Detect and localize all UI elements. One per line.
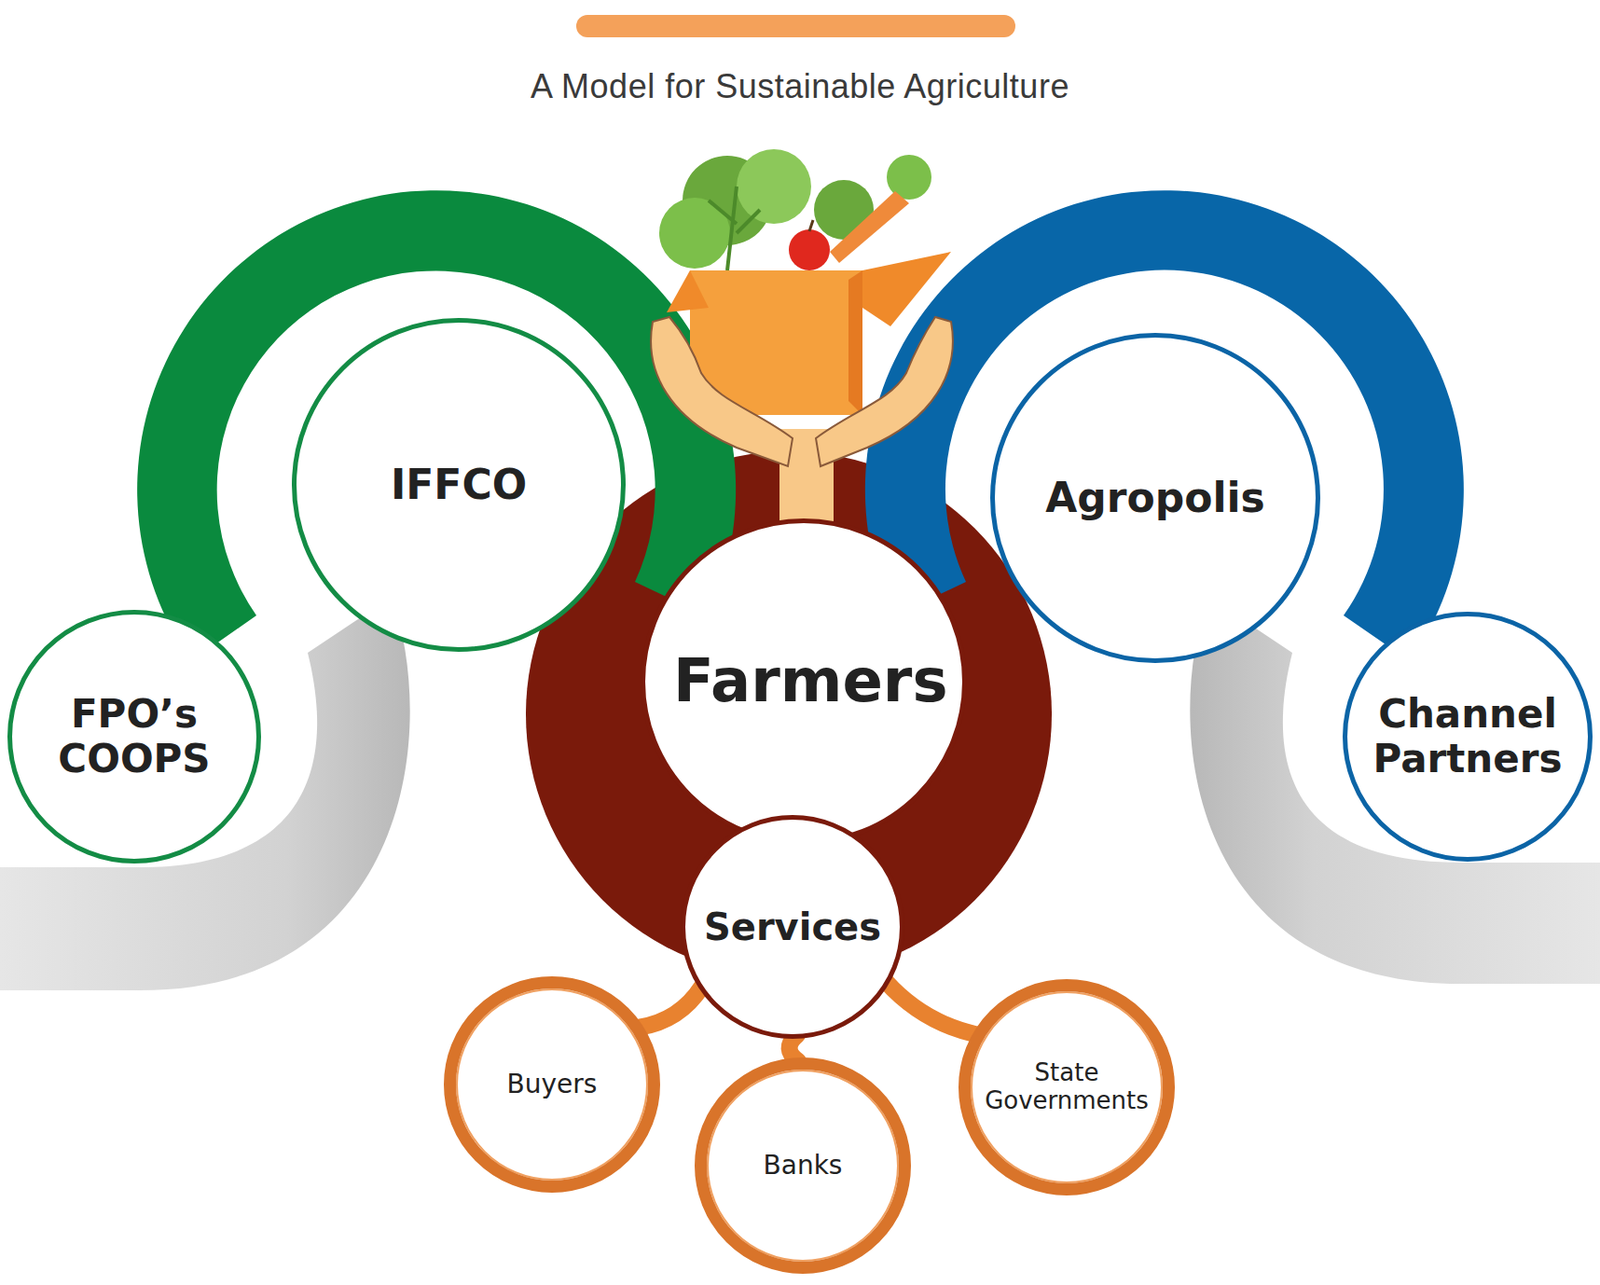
node-circle: IFFCO — [291, 317, 626, 652]
node-text-wrap: Agropolis — [1045, 474, 1266, 523]
node-text-wrap: Services — [703, 905, 882, 949]
diagram-title: A Model for Sustainable Agriculture — [0, 67, 1600, 107]
grey-band — [1189, 596, 1600, 984]
grey-band — [0, 596, 411, 991]
node-text-wrap: Channel Partners — [1367, 691, 1568, 783]
node-label: State Governments — [979, 1059, 1154, 1116]
node-text-wrap: FPO’s COOPS — [32, 691, 236, 783]
node-text-wrap: Farmers — [673, 647, 935, 717]
node-circle: Services — [680, 814, 905, 1039]
node-text-wrap: Buyers — [507, 1069, 598, 1100]
connector-band — [885, 981, 977, 1035]
node-label: Buyers — [507, 1069, 598, 1100]
connector-band — [639, 986, 703, 1028]
node-label: Farmers — [673, 647, 935, 717]
top-bar — [576, 14, 1016, 38]
node-text-wrap: State Governments — [979, 1059, 1154, 1116]
node-label: Services — [703, 905, 882, 949]
green-arc — [137, 190, 736, 662]
node-circle: Farmers — [640, 518, 967, 845]
food-box-illustration — [650, 149, 953, 532]
node-label: Channel Partners — [1367, 691, 1568, 783]
node-text-wrap: IFFCO — [390, 461, 527, 510]
node-label: FPO’s COOPS — [32, 691, 236, 783]
node-label: Agropolis — [1045, 474, 1266, 523]
node-label: IFFCO — [390, 461, 527, 510]
node-circle: Banks — [694, 1057, 911, 1274]
node-circle: Channel Partners — [1342, 611, 1593, 862]
node-circle: Buyers — [443, 976, 661, 1193]
node-circle: FPO’s COOPS — [7, 609, 262, 864]
node-circle: Agropolis — [990, 332, 1321, 663]
node-label: Banks — [763, 1150, 843, 1181]
node-text-wrap: Banks — [763, 1150, 843, 1181]
node-circle: State Governments — [958, 979, 1175, 1196]
